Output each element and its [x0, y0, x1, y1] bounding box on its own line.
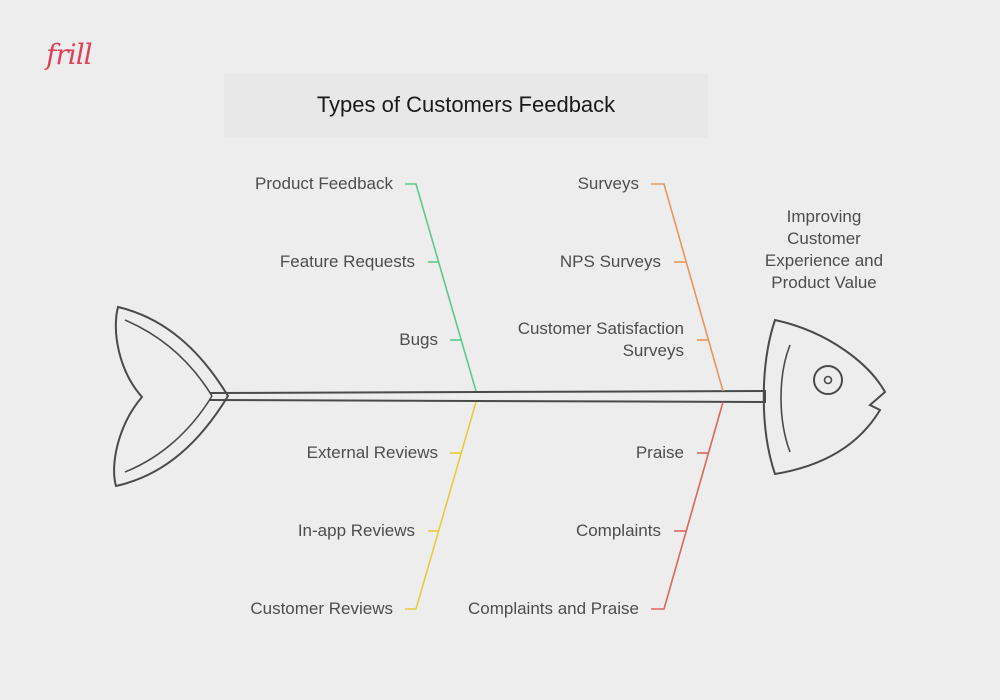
- label-product-feedback: Product Feedback: [255, 174, 393, 193]
- effect-label: Improving Customer Experience and Produc…: [764, 207, 884, 292]
- label-customer-reviews: Customer Reviews: [250, 599, 393, 618]
- title-panel: [224, 74, 708, 138]
- diagram-title: Types of Customers Feedback: [316, 92, 616, 117]
- label-external-reviews: External Reviews: [306, 443, 438, 462]
- bone-bottom-left: [405, 401, 477, 610]
- spine: [209, 389, 766, 404]
- label-feature-requests: Feature Requests: [279, 252, 415, 271]
- label-complaints: Complaints: [575, 521, 661, 540]
- label-nps-surveys: NPS Surveys: [559, 252, 661, 271]
- label-complaints-and-praise: Complaints and Praise: [467, 599, 639, 618]
- label-bugs: Bugs: [399, 330, 438, 349]
- fish-tail-inner: [124, 319, 213, 473]
- label-surveys: Surveys: [577, 174, 639, 193]
- fish-tail: [113, 305, 230, 488]
- fish-eye: [813, 365, 843, 395]
- bone-top-right: [651, 183, 724, 392]
- fish-pupil: [823, 375, 833, 385]
- bone-bottom-right: [651, 401, 724, 610]
- label-customer-satisfaction-surveys: Customer Satisfaction Surveys: [517, 319, 684, 360]
- fish-gill: [780, 344, 791, 453]
- bone-top-left: [405, 183, 477, 392]
- fish-head: [762, 318, 887, 476]
- frill-logo: frill: [46, 38, 93, 71]
- label-praise: Praise: [635, 443, 684, 462]
- label-in-app-reviews: In-app Reviews: [297, 521, 415, 540]
